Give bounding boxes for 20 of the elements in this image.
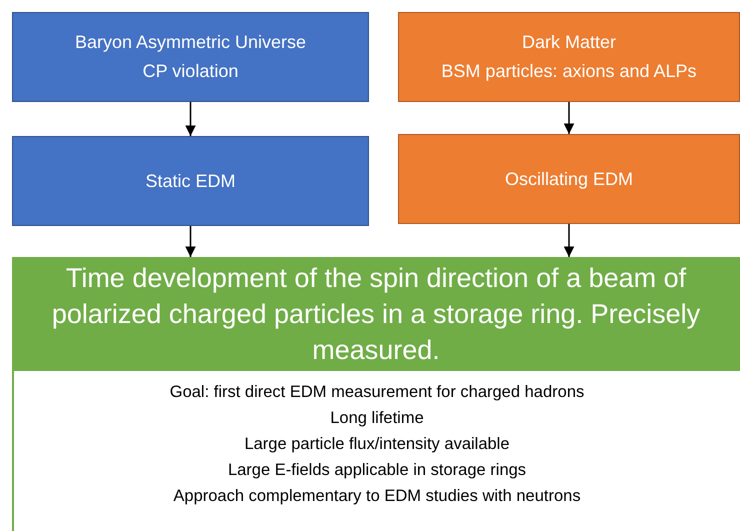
arrow: [564, 224, 574, 257]
process-box: [12, 136, 369, 226]
heading-text: Time development of the spin direction of a beam of polarized charged particles in a storage ring. Precisely measured.: [51, 262, 701, 367]
arrow: [185, 102, 196, 136]
arrow: [564, 102, 574, 134]
box-text: Dark Matter: [522, 31, 616, 54]
process-box: [12, 12, 369, 102]
box-text: CP violation: [142, 60, 238, 83]
box-text: Oscillating EDM: [504, 168, 634, 191]
box-text: Static EDM: [145, 170, 236, 192]
process-box: [398, 134, 740, 224]
box-text: Baryon Asymmetric Universe: [74, 31, 306, 54]
body-text: Long lifetime: [330, 408, 424, 429]
body-text: Goal: first direct EDM measurement for charged hadrons: [170, 382, 584, 403]
body-text: Large E-fields applicable in storage rings: [228, 460, 526, 481]
body-text: Large particle flux/intensity available: [244, 434, 510, 455]
arrow: [185, 226, 196, 257]
box-text: BSM particles: axions and ALPs: [441, 60, 697, 83]
body-text: Approach complementary to EDM studies with neutrons: [173, 486, 581, 507]
process-box: [398, 12, 740, 102]
